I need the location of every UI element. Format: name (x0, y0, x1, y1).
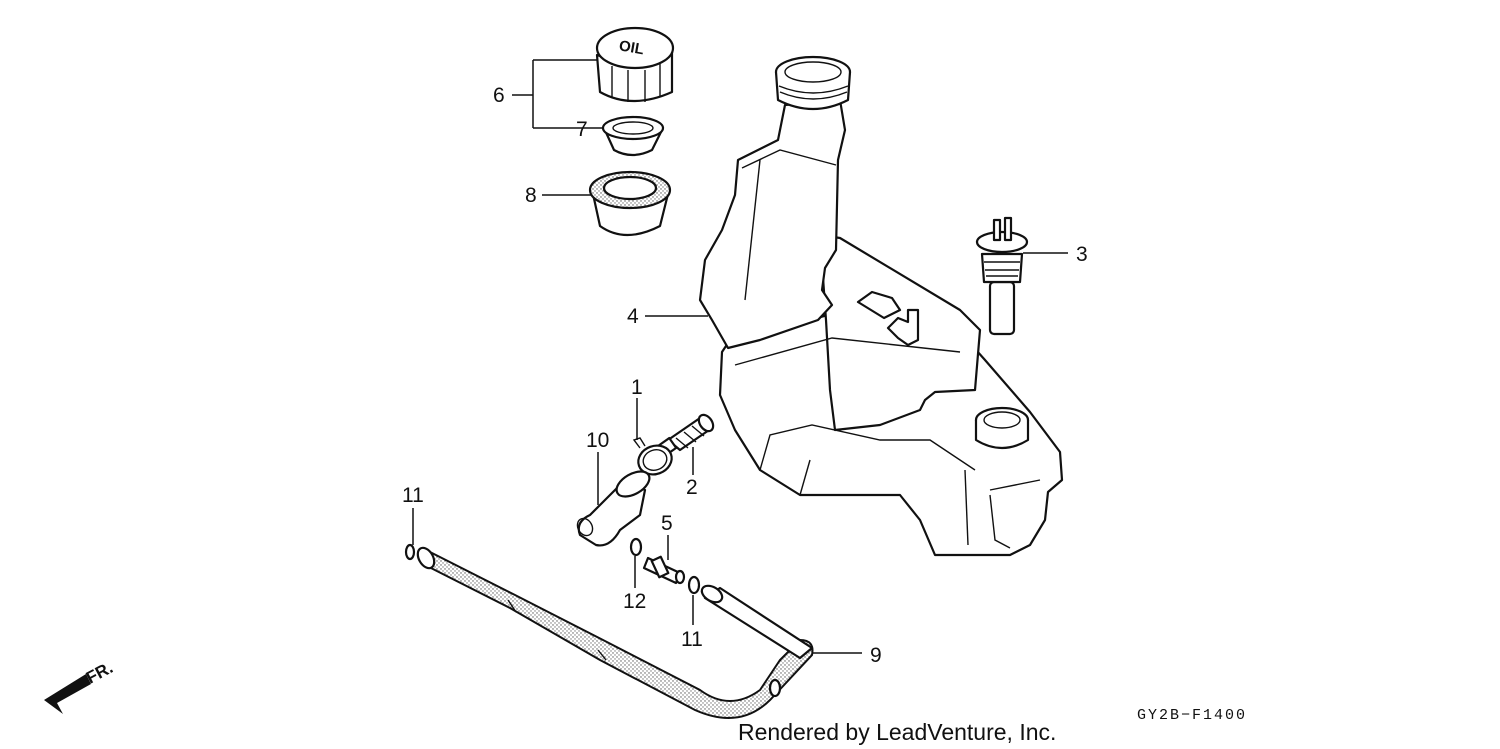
clip-12 (629, 537, 643, 557)
cap-packing (601, 115, 665, 157)
callout-7: 7 (576, 118, 588, 141)
oil-tank (698, 55, 1064, 557)
callout-10: 10 (586, 429, 609, 452)
hose-joint (642, 555, 686, 585)
callout-5: 5 (661, 512, 673, 535)
callout-11-right: 11 (681, 628, 703, 651)
callout-1: 1 (631, 376, 643, 399)
callout-8: 8 (525, 184, 537, 207)
clip-11-left (404, 543, 416, 561)
elbow-joint (576, 470, 651, 547)
figure-code: GY2B−F1400 (1137, 707, 1247, 724)
callout-11-left: 11 (402, 484, 424, 507)
callout-12: 12 (623, 590, 646, 613)
front-arrow-icon (44, 674, 91, 714)
callout-9: 9 (870, 644, 882, 667)
tank-grommet (588, 170, 672, 236)
render-credit: Rendered by LeadVenture, Inc. (738, 719, 1056, 745)
callout-numbers: 1 2 3 4 5 6 7 8 9 10 11 11 12 (402, 84, 1088, 667)
oil-level-sensor (975, 216, 1029, 336)
leader-lines (412, 59, 1068, 654)
front-direction-indicator: FR. (44, 658, 116, 714)
callout-3: 3 (1076, 243, 1088, 266)
oil-hose (416, 546, 814, 719)
callout-6: 6 (493, 84, 505, 107)
oil-cap: OIL (595, 26, 675, 102)
clip-11-right (687, 575, 701, 595)
callout-2: 2 (686, 476, 698, 499)
callout-4: 4 (627, 305, 639, 328)
oil-cap-text: OIL (618, 37, 646, 58)
